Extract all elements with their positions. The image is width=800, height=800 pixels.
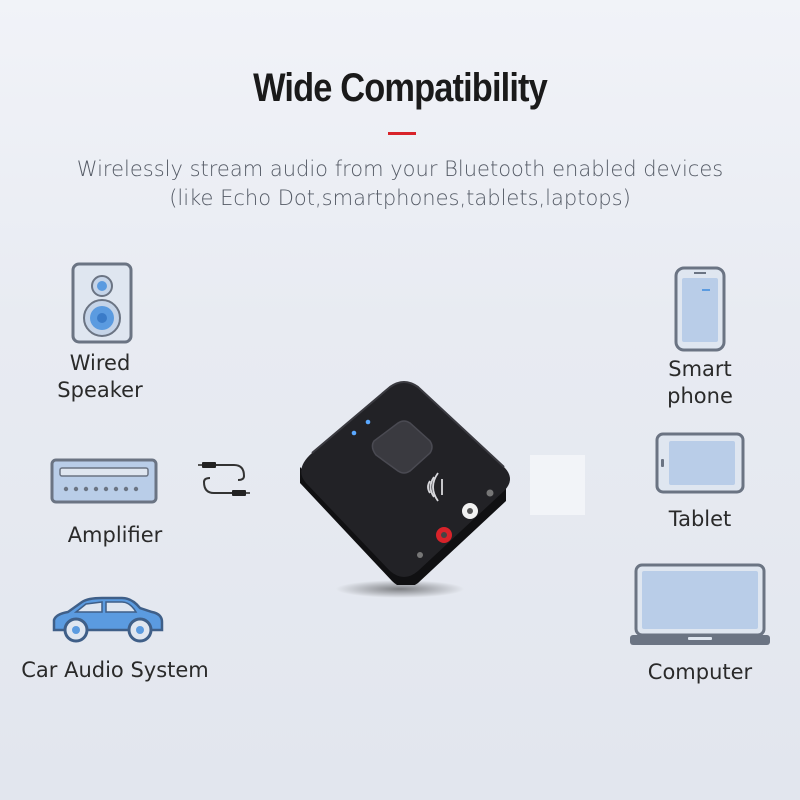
- device-shadow: [335, 580, 465, 598]
- source-label-computer: Computer: [647, 660, 753, 684]
- smartphone-label-line2: phone: [667, 384, 733, 408]
- speaker-label-line2: Speaker: [57, 378, 143, 402]
- speaker-icon: [71, 262, 133, 344]
- output-label-car: Car Audio System: [21, 658, 209, 682]
- computer-icon: [630, 563, 770, 645]
- source-label-tablet: Tablet: [668, 507, 732, 531]
- smartphone-icon: [674, 266, 726, 352]
- amplifier-icon: [50, 458, 158, 504]
- page-title: Wide Compatibility: [253, 66, 548, 110]
- speaker-label-line1: Wired: [69, 351, 131, 375]
- smartphone-label-line1: Smart: [668, 357, 732, 381]
- tablet-icon: [655, 432, 745, 494]
- subtitle-line-2: (like Echo Dot,smartphones,tablets,lapto…: [169, 186, 631, 210]
- subtitle-line-1: Wirelessly stream audio from your Blueto…: [76, 157, 724, 181]
- title-underline: [388, 132, 416, 135]
- car-icon: [52, 596, 164, 643]
- aux-cable-icon: [198, 462, 250, 496]
- output-label-speaker: Wired Speaker: [40, 350, 160, 404]
- output-label-amplifier: Amplifier: [67, 523, 163, 547]
- source-label-smartphone: Smart phone: [640, 356, 760, 410]
- bluetooth-receiver-icon: [300, 381, 510, 585]
- background-patch: [530, 455, 585, 515]
